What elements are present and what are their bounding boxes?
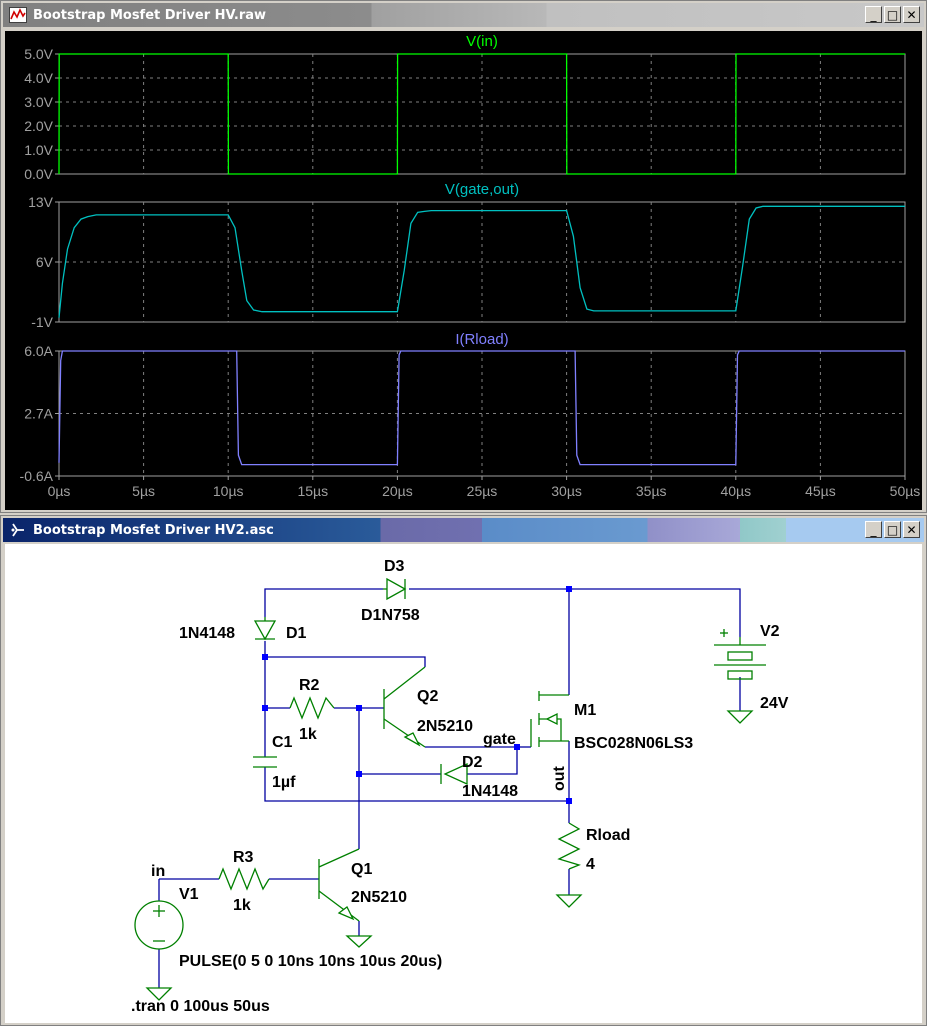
y-tick-label: -1V: [31, 314, 53, 330]
x-tick-label: 25µs: [467, 483, 498, 499]
v1-label: V1: [179, 886, 199, 903]
out-net-label: out: [551, 765, 568, 791]
waveform-window-titlebar[interactable]: Bootstrap Mosfet Driver HV.raw _ □ ✕: [3, 3, 924, 27]
q1-label: Q1: [351, 861, 372, 878]
y-tick-label: 4.0V: [24, 70, 53, 86]
x-tick-label: 10µs: [213, 483, 244, 499]
x-tick-label: 30µs: [551, 483, 582, 499]
y-tick-label: 6.0A: [24, 343, 53, 359]
q2-model-label: 2N5210: [417, 718, 473, 735]
v2-label: V2: [760, 623, 780, 640]
minimize-button[interactable]: _: [865, 521, 882, 538]
r3-label: R3: [233, 849, 254, 866]
y-tick-label: 13V: [28, 194, 54, 210]
x-tick-label: 45µs: [805, 483, 836, 499]
v2-value-label: 24V: [760, 695, 789, 712]
r2-value-label: 1k: [299, 726, 317, 743]
plot-pane-border: [58, 53, 906, 175]
in-net-label: in: [151, 863, 165, 880]
waveform-plots[interactable]: 5.0V 4.0V 3.0V 2.0V 1.0V 0.0V V(in) 13V 6V -1V V(g…: [5, 31, 922, 510]
rload-value-label: 4: [586, 856, 595, 873]
trace-title: V(gate,out): [445, 181, 519, 198]
q1-model-label: 2N5210: [351, 889, 407, 906]
component-labels: D3 D1N758 D1 1N4148 R2 1k Q2 2N5210 C1 1…: [131, 558, 789, 1015]
plot-area[interactable]: 5.0V 4.0V 3.0V 2.0V 1.0V 0.0V V(in) 13V 6V -1V V(g…: [5, 31, 922, 510]
y-tick-label: 0.0V: [24, 166, 53, 182]
d2-label: D2: [462, 754, 483, 771]
waveform-window: Bootstrap Mosfet Driver HV.raw _ □ ✕ 5.0…: [0, 0, 927, 513]
y-tick-label: 1.0V: [24, 142, 53, 158]
trace-title: V(in): [466, 33, 498, 50]
m1-label: M1: [574, 702, 596, 719]
schematic-drawing[interactable]: D3 D1N758 D1 1N4148 R2 1k Q2 2N5210 C1 1…: [5, 544, 922, 1023]
y-tick-label: 2.7A: [24, 406, 53, 422]
close-button[interactable]: ✕: [903, 6, 920, 23]
q2-label: Q2: [417, 688, 438, 705]
maximize-button[interactable]: □: [884, 6, 901, 23]
x-tick-label: 15µs: [297, 483, 328, 499]
waveform-window-title: Bootstrap Mosfet Driver HV.raw: [33, 7, 267, 23]
x-tick-label: 20µs: [382, 483, 413, 499]
r2-label: R2: [299, 677, 320, 694]
waveform-icon: [9, 7, 27, 23]
schematic-canvas[interactable]: D3 D1N758 D1 1N4148 R2 1k Q2 2N5210 C1 1…: [5, 544, 922, 1023]
y-tick-label: 2.0V: [24, 118, 53, 134]
d3-model-label: D1N758: [361, 607, 420, 624]
v1-value-label: PULSE(0 5 0 10ns 10ns 10us 20us): [179, 953, 442, 970]
trace-line: [58, 205, 905, 318]
components: [134, 577, 766, 1001]
d1-model-label: 1N4148: [179, 625, 235, 642]
d2-model-label: 1N4148: [462, 783, 518, 800]
minimize-button[interactable]: _: [865, 6, 882, 23]
tran-directive: .tran 0 100us 50us: [131, 998, 270, 1015]
x-tick-label: 5µs: [132, 483, 155, 499]
m1-model-label: BSC028N06LS3: [574, 735, 693, 752]
trace-line: [58, 350, 905, 466]
x-tick-label: 35µs: [636, 483, 667, 499]
trace-line: [58, 53, 905, 175]
x-tick-label: 50µs: [890, 483, 921, 499]
maximize-button[interactable]: □: [884, 521, 901, 538]
c1-value-label: 1µf: [272, 774, 296, 791]
c1-label: C1: [272, 734, 293, 751]
d1-label: D1: [286, 625, 307, 642]
schematic-window-title: Bootstrap Mosfet Driver HV2.asc: [33, 522, 274, 538]
y-tick-label: -0.6A: [20, 468, 54, 484]
r3-value-label: 1k: [233, 897, 251, 914]
trace-title: I(Rload): [455, 331, 508, 348]
x-tick-label: 40µs: [720, 483, 751, 499]
rload-label: Rload: [586, 827, 630, 844]
y-tick-label: 5.0V: [24, 46, 53, 62]
y-tick-label: 3.0V: [24, 94, 53, 110]
close-button[interactable]: ✕: [903, 521, 920, 538]
wire-junctions: [262, 586, 572, 804]
schematic-window: Bootstrap Mosfet Driver HV2.asc _ □ ✕: [0, 515, 927, 1026]
y-tick-label: 6V: [36, 254, 54, 270]
gate-net-label: gate: [483, 731, 516, 748]
schematic-window-titlebar[interactable]: Bootstrap Mosfet Driver HV2.asc _ □ ✕: [3, 518, 924, 542]
schematic-icon: [9, 522, 27, 538]
x-tick-label: 0µs: [48, 483, 71, 499]
d3-label: D3: [384, 558, 405, 575]
wires: [158, 588, 741, 988]
